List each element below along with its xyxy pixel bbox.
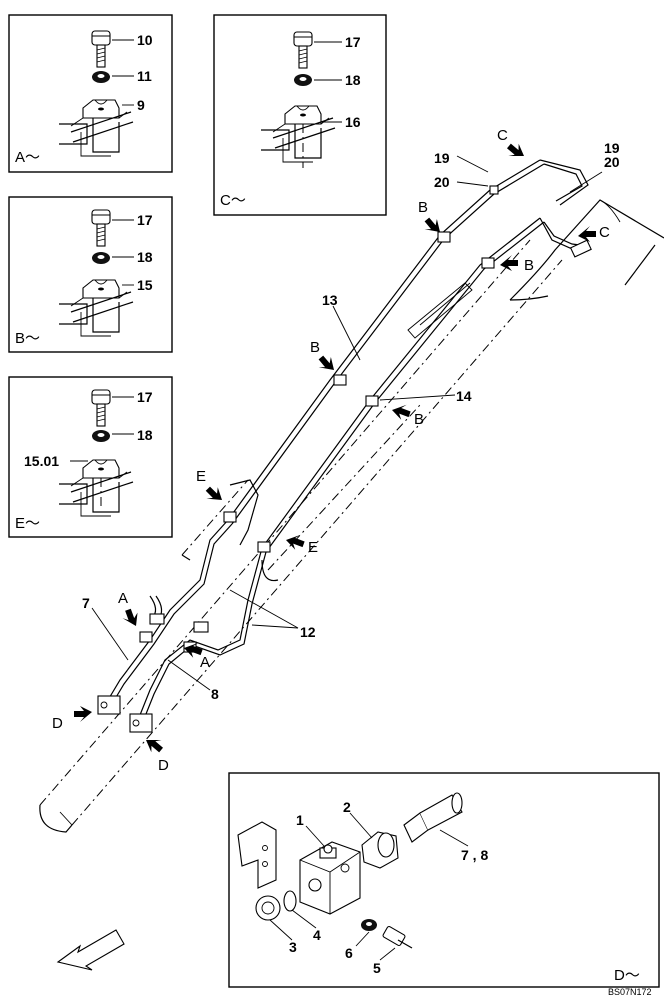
part-label-7-8: 7 , 8 [461, 847, 488, 863]
part-label-18-c: 18 [345, 72, 361, 88]
callout-20: 20 [434, 174, 450, 190]
marker-d1: D [52, 715, 63, 732]
marker-a1: A [118, 590, 128, 607]
view-title-c: C～ [220, 192, 246, 209]
part-label-5: 5 [373, 960, 381, 976]
view-title-b: B～ [15, 330, 40, 347]
detail-view-b: 17 18 15 B～ [8, 196, 173, 353]
arrow-c-right [578, 226, 596, 242]
detail-view-d: 1 2 3 4 5 6 7 , 8 D～ [228, 772, 660, 988]
part-label-15: 15 [137, 277, 153, 293]
part-label-4: 4 [313, 927, 321, 943]
marker-b1: B [418, 199, 428, 216]
part-label-3: 3 [289, 939, 297, 955]
part-label-11: 11 [137, 68, 152, 84]
view-markers: C C B B B B E E A A D D [52, 127, 610, 774]
marker-a2: A [200, 654, 210, 671]
view-title-a: A～ [15, 149, 40, 166]
arrow-b4 [389, 400, 413, 422]
detail-view-c: 17 18 16 C～ [213, 14, 387, 216]
callout-20-right: 20 [604, 154, 620, 170]
marker-e1: E [196, 468, 206, 485]
arrow-d1 [74, 706, 92, 722]
callout-19-right: 19 [604, 140, 620, 156]
arrow-e2 [283, 530, 307, 552]
part-label-18-b: 18 [137, 249, 153, 265]
marker-b2: B [524, 257, 534, 274]
drawing-code: BS07N172 [608, 987, 652, 997]
detail-view-e: 17 18 15.01 E～ [8, 376, 173, 538]
marker-c-right: C [599, 224, 610, 241]
part-label-16: 16 [345, 114, 361, 130]
part-label-2: 2 [343, 799, 351, 815]
part-label-1: 1 [296, 812, 304, 828]
leader-lines [91, 155, 603, 691]
callout-13: 13 [322, 292, 338, 308]
arrow-e1 [202, 483, 227, 508]
part-label-17-c: 17 [345, 34, 361, 50]
view-title-d: D～ [614, 967, 640, 984]
callout-8: 8 [211, 686, 219, 702]
marker-e2: E [308, 539, 318, 556]
callout-14: 14 [456, 388, 472, 404]
callout-12: 12 [300, 624, 316, 640]
view-title-e: E～ [15, 515, 40, 532]
marker-b3: B [310, 339, 320, 356]
detail-view-a: 10 11 9 A～ [8, 14, 173, 173]
arrow-d2 [142, 732, 167, 757]
arrow-a1 [120, 607, 142, 630]
part-label-17-e: 17 [137, 389, 153, 405]
part-label-15-01: 15.01 [24, 453, 59, 469]
marker-b4: B [414, 411, 424, 428]
callout-7: 7 [82, 595, 90, 611]
part-label-10: 10 [137, 32, 153, 48]
direction-arrow [56, 929, 125, 971]
marker-d2: D [158, 757, 169, 774]
part-label-6: 6 [345, 945, 353, 961]
part-label-9: 9 [137, 97, 145, 113]
part-label-18-e: 18 [137, 427, 153, 443]
callout-19: 19 [434, 150, 450, 166]
boom-assembly [39, 159, 664, 833]
marker-c-top: C [497, 127, 508, 144]
part-label-17-b: 17 [137, 212, 153, 228]
